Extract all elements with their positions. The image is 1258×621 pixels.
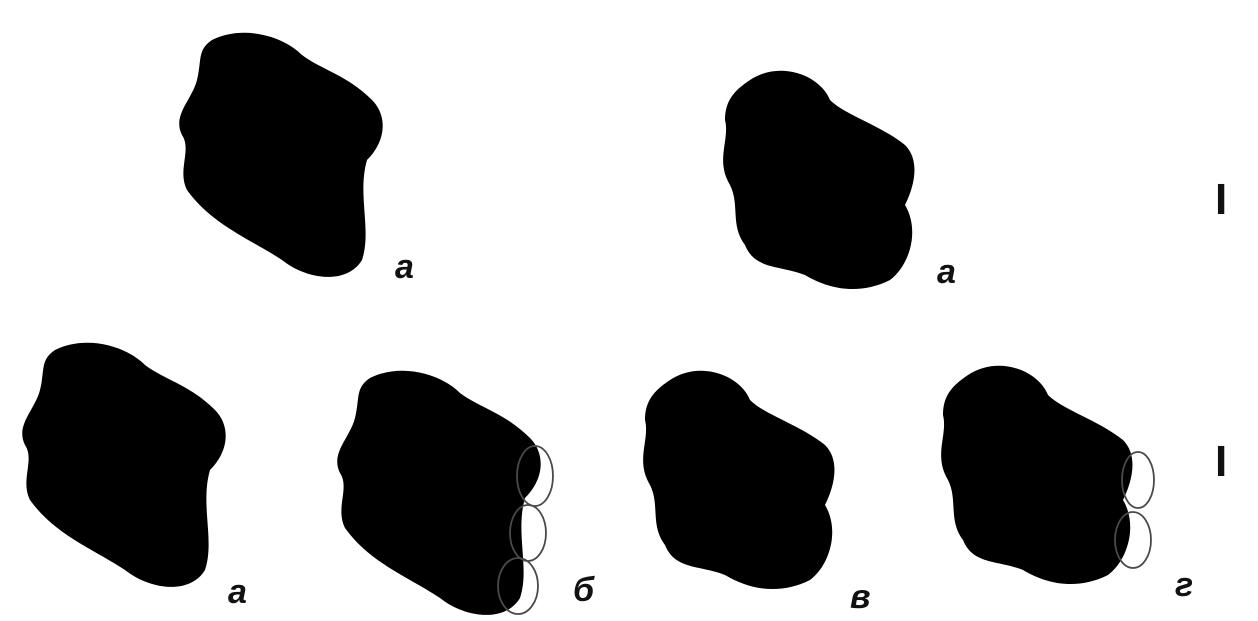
figure-row2-a-hand <box>22 343 225 587</box>
figure-label-row2-2: б <box>573 573 594 607</box>
figure-label-row2-3: в <box>850 580 871 614</box>
row-label-2: I <box>1215 440 1227 484</box>
figure-label-row1-1: а <box>395 250 414 284</box>
figure-label-row1-2: а <box>937 255 956 289</box>
figure-row2-g-blob-double <box>941 366 1154 584</box>
figure-label-row2-1: а <box>228 575 247 609</box>
row-label-1: I <box>1215 178 1227 222</box>
figure-label-row2-4: г <box>1175 568 1193 602</box>
figure-row2-b-hand-double <box>337 371 553 615</box>
figure-row2-v-blob <box>643 371 834 589</box>
figure-row1-hand <box>179 33 382 277</box>
figure-row1-blob <box>723 71 914 289</box>
